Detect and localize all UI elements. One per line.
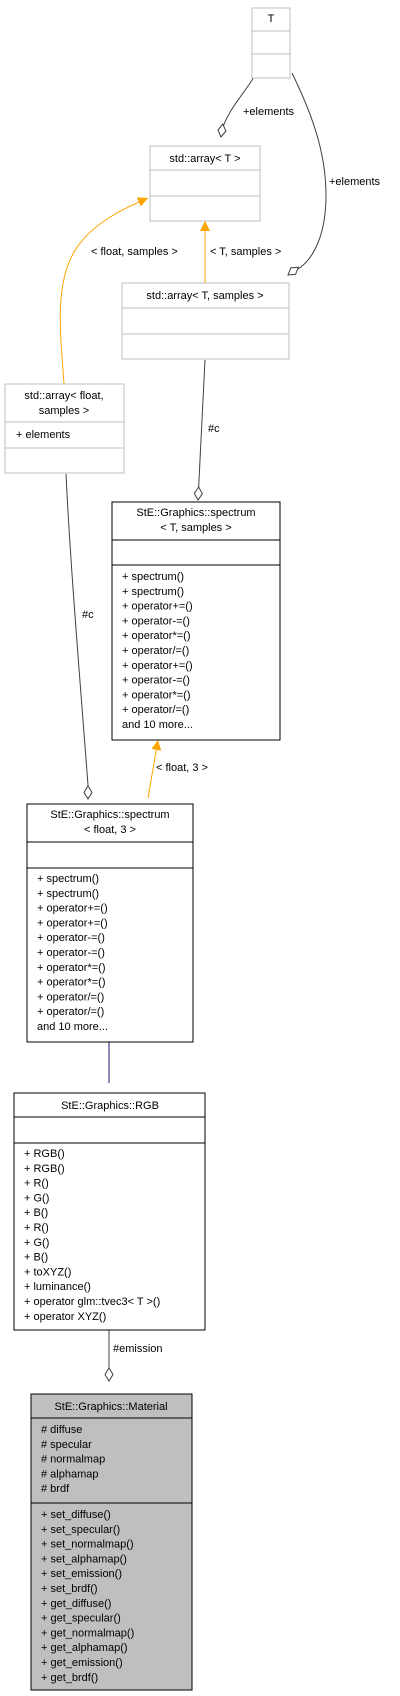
method-item: + R() [24,1222,49,1234]
method-item: + set_normalmap() [41,1539,134,1551]
attribute-item: # alphamap [41,1468,99,1480]
method-item: + operator-=() [122,615,190,627]
edge-label-t-to-array-t-samples: +elements [329,176,381,188]
method-item: + get_brdf() [41,1672,98,1684]
method-list-rgb: + RGB() + RGB() + R() + G() + B() + R() + G() +… [24,1148,160,1323]
class-node-std-array-float-samples[interactable]: std::array< float, samples > + elements [4,383,125,474]
method-item: + operator/=() [122,704,189,716]
attribute-list-material: # diffuse # specular # normalmap # alphamap… [41,1424,105,1495]
method-item: + operator/=() [37,991,104,1003]
edge-array-float-to-spectrum-float [65,473,93,800]
class-node-rgb[interactable]: StE::Graphics::RGB + RGB()+ RGB()+ R()+ … [13,1092,206,1331]
attribute-item: # brdf [41,1483,70,1495]
edge-label-spectrum-t-to-float-3: < float, 3 > [156,762,208,774]
edge-array-t-samples-to-spectrum [193,359,206,501]
method-item: and 10 more... [122,719,193,731]
method-item: + spectrum() [122,586,184,598]
class-node-t[interactable]: T [251,7,291,79]
method-item: + RGB() [24,1148,65,1160]
class-node-spectrum-t-samples[interactable]: StE::Graphics::spectrum < T, samples > +… [111,501,281,741]
edge-label-rgb-to-material: #emission [113,1343,163,1355]
method-item: + operator+=() [122,660,193,672]
method-item: + get_alphamap() [41,1642,128,1654]
method-item: + get_specular() [41,1613,121,1625]
class-title-material: StE::Graphics::Material [54,1401,167,1413]
method-item: + spectrum() [37,888,99,900]
class-title-t: T [268,13,275,25]
edge-label-array-t-to-t-samples: < T, samples > [210,246,281,258]
edge-array-t-to-float-samples [59,197,149,385]
method-item: + operator*=() [37,962,105,974]
method-item: + B() [24,1252,48,1264]
class-node-spectrum-float-3[interactable]: StE::Graphics::spectrum < float, 3 > + s… [26,803,194,1043]
class-title-line1-spectrum-t: StE::Graphics::spectrum [136,507,255,519]
attribute-item: # normalmap [41,1454,105,1466]
class-title-rgb: StE::Graphics::RGB [61,1100,159,1112]
method-item: + operator-=() [122,675,190,687]
method-item: + luminance() [24,1281,91,1293]
class-title-line2-spectrum-t: < T, samples > [160,522,231,534]
method-item: + G() [24,1192,49,1204]
method-item: + operator*=() [122,689,190,701]
method-item: + operator+=() [122,601,193,613]
method-item: + get_emission() [41,1657,123,1669]
class-node-std-array-t-samples[interactable]: std::array< T, samples > [121,282,290,360]
method-item: + B() [24,1207,48,1219]
method-item: + operator*=() [37,977,105,989]
edge-label-array-float-to-spectrum-float: #c [82,609,94,621]
method-item: + G() [24,1237,49,1249]
edge-label-array-t-to-float-samples: < float, samples > [91,246,178,258]
class-title-line2-spectrum-float: < float, 3 > [84,824,136,836]
attribute-elements: + elements [16,429,71,441]
method-item: + set_diffuse() [41,1509,111,1521]
method-list-material: + set_diffuse() + set_specular() + set_nor… [41,1509,134,1684]
edge-t-to-array-t [217,76,255,138]
method-item: + operator glm::tvec3< T >() [24,1296,160,1308]
edge-label-t-to-array-t: +elements [243,106,295,118]
method-list-spectrum-float: + spectrum() + spectrum() + operator+=() + … [37,873,108,1033]
method-item: + get_diffuse() [41,1598,111,1610]
method-item: + R() [24,1178,49,1190]
attribute-item: # specular [41,1439,92,1451]
attribute-item: # diffuse [41,1424,82,1436]
method-item: + operator/=() [37,1006,104,1018]
method-item: + spectrum() [122,571,184,583]
method-item: and 10 more... [37,1021,108,1033]
method-list-spectrum-t: + spectrum() + spectrum() + operator+=() + … [122,571,193,731]
method-item: + set_alphamap() [41,1553,127,1565]
class-title-line1-std-array-float: std::array< float, [24,390,103,402]
method-item: + operator-=() [37,947,105,959]
class-title-line2-std-array-float: samples > [39,405,89,417]
class-node-material[interactable]: StE::Graphics::Material # diffuse# specu… [30,1393,193,1691]
class-node-std-array-t[interactable]: std::array< T > [149,145,261,222]
edge-label-array-t-samples-to-spectrum: #c [208,423,220,435]
method-item: + spectrum() [37,873,99,885]
method-item: + operator-=() [37,932,105,944]
method-item: + set_brdf() [41,1583,98,1595]
method-item: + get_normalmap() [41,1627,134,1639]
method-item: + operator/=() [122,645,189,657]
method-item: + set_emission() [41,1568,122,1580]
class-title-line1-spectrum-float: StE::Graphics::spectrum [50,809,169,821]
method-item: + operator*=() [122,630,190,642]
method-item: + operator XYZ() [24,1311,106,1323]
edge-t-to-array-t-samples [287,72,327,276]
method-item: + set_specular() [41,1524,120,1536]
method-item: + operator+=() [37,903,108,915]
edge-spectrum-t-to-float-3 [147,739,162,799]
method-item: + toXYZ() [24,1266,71,1278]
method-item: + operator+=() [37,917,108,929]
method-item: + RGB() [24,1163,65,1175]
class-title-std-array-t: std::array< T > [169,153,240,165]
class-title-std-array-t-samples: std::array< T, samples > [146,290,263,302]
